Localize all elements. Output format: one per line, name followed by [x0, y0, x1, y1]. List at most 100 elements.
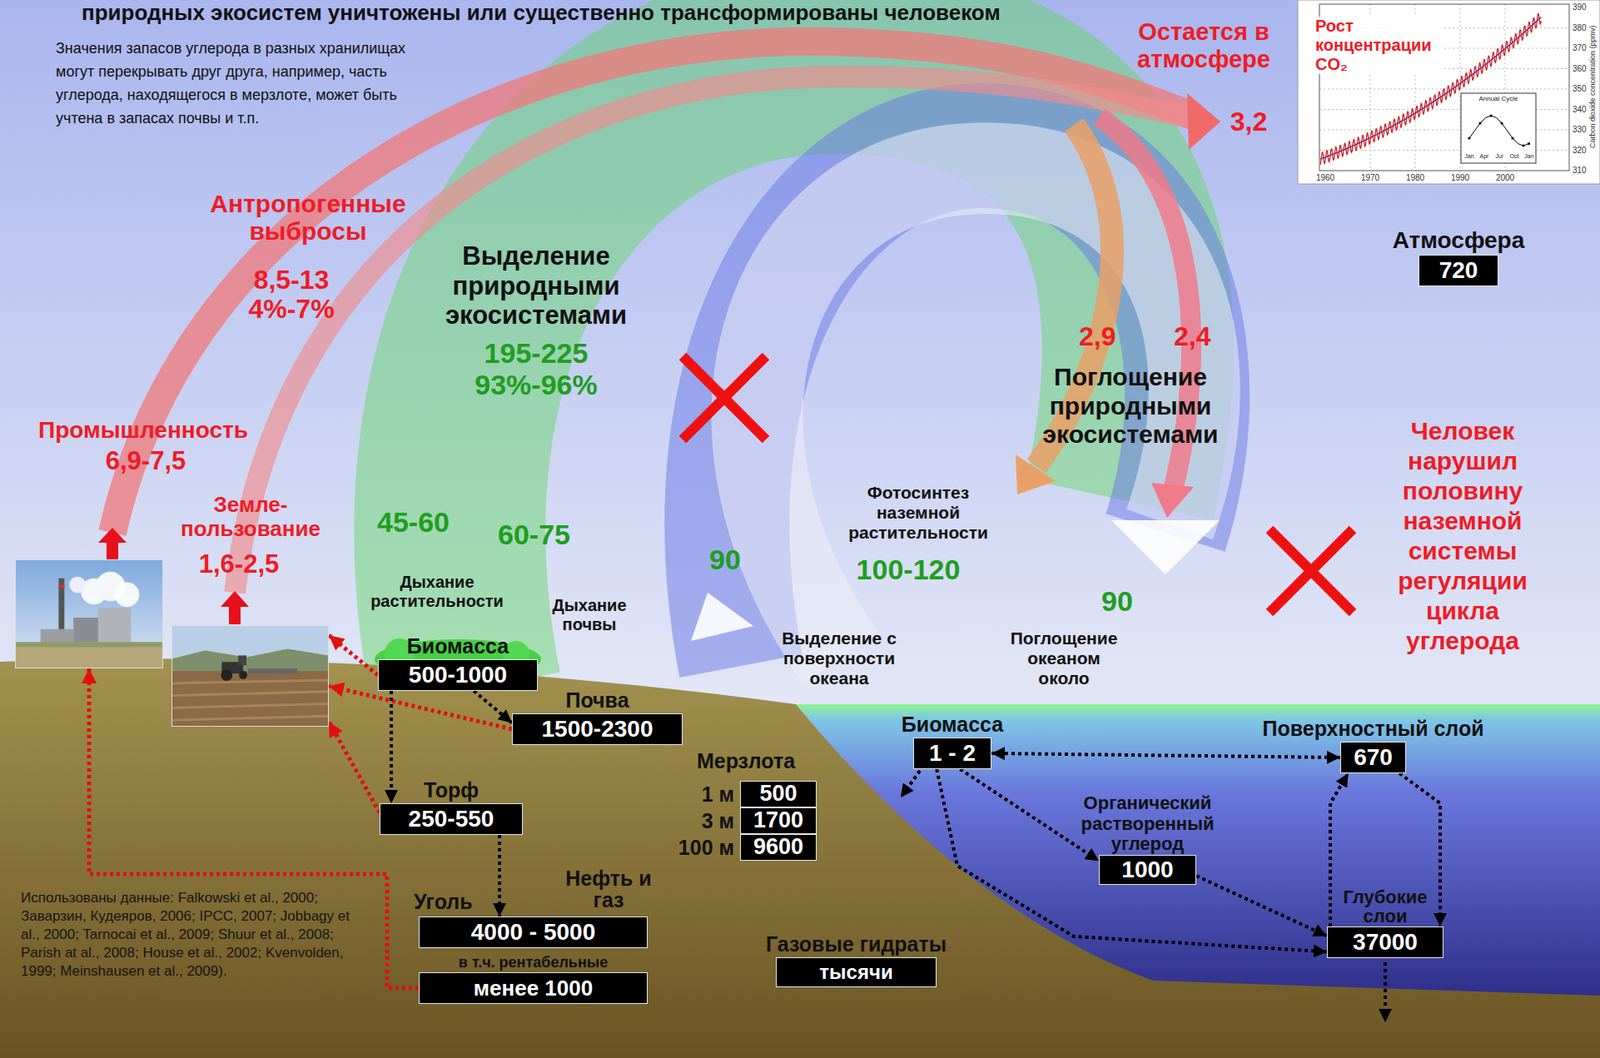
stock-value: 670 [1353, 745, 1393, 771]
node-heading: Биомасса [407, 634, 509, 659]
flow-connector [1196, 875, 1327, 936]
illustration-part [15, 560, 163, 668]
stock-value: менее 1000 [473, 976, 593, 1001]
node-heading: 1,6-2,5 [188, 549, 289, 580]
illustration-part [1151, 482, 1194, 518]
illustration-part [172, 626, 328, 726]
flow-connector [328, 635, 378, 676]
flow-heading: Выделение природными экосистемами [411, 241, 661, 331]
axis-tick: 1990 [1447, 173, 1473, 184]
illustration-part [15, 641, 163, 647]
illustration-part [1489, 114, 1492, 117]
illustration-part [1383, 962, 1387, 1023]
stock-value: 1700 [753, 808, 804, 834]
illustration-part [248, 668, 298, 674]
node-heading: Поверхностный слой [1262, 716, 1484, 741]
illustration-part [1269, 529, 1353, 613]
stock-value: 1 - 2 [929, 740, 976, 767]
illustration-part [1527, 142, 1531, 145]
axis-tick: Jul [1490, 153, 1508, 160]
illustration-part [172, 680, 328, 684]
axis-tick: Oct [1505, 153, 1523, 160]
storage-box: Атмосфера720 [1418, 254, 1499, 287]
illustration-part [1500, 121, 1503, 125]
flow-value: 45-60 [377, 506, 469, 539]
flow-connector [389, 690, 393, 804]
illustration-part [1510, 136, 1514, 140]
illustration-part [238, 655, 247, 666]
stock-value: 1000 [1121, 857, 1173, 884]
axis-tick: 1980 [1402, 173, 1428, 184]
illustration-part [172, 703, 328, 708]
illustration-part [172, 670, 328, 726]
illustration-part [238, 670, 248, 680]
node-heading: в т.ч. рентабельные [458, 954, 608, 972]
storage-box: Поверхностный слой670 [1340, 741, 1407, 774]
flow-value: 90 [1083, 585, 1151, 618]
axis-tick: 390 [1572, 2, 1596, 13]
illustration-part [172, 691, 328, 696]
node-heading: Газовые гидраты [765, 932, 947, 957]
illustration-part [1467, 136, 1471, 140]
flow-value: 8,5-13 [208, 264, 375, 296]
axis-tick: Jan [1460, 153, 1478, 160]
flow-connector [991, 753, 1341, 758]
illustration-part [682, 356, 766, 440]
warning-note: Человек нарушил половину наземной систем… [1379, 416, 1546, 656]
storage-box: Почва1500-2300 [511, 713, 683, 746]
axis-title: Carbon dioxide concentration (ppmv) [1588, 3, 1597, 170]
illustration-part [15, 641, 163, 668]
illustration-part [1467, 114, 1531, 147]
source-note: Использованы данные: Falkowski et al., 2… [20, 889, 371, 981]
group-heading: Мерзлота [670, 749, 821, 774]
illustration-part [1460, 93, 1536, 164]
flow-percent: 4%-7% [208, 293, 375, 325]
storage-box: 3 м1700 [740, 807, 817, 835]
node-heading: Земле- пользование [167, 492, 334, 541]
illustration-part [1469, 115, 1530, 146]
flow-connector [328, 685, 512, 730]
illustration-part [900, 770, 920, 798]
flow-percent: 93%-96% [452, 368, 620, 402]
stock-value: 250-550 [408, 806, 495, 833]
stock-value: 1500-2300 [541, 716, 654, 743]
illustration-part [114, 582, 140, 608]
flow-name: Поглощение океаном около [1001, 628, 1127, 689]
node-heading: Атмосфера [1392, 227, 1526, 254]
stock-value: тысячи [819, 961, 893, 984]
illustration-part [0, 658, 1600, 1058]
illustration-part [220, 669, 233, 681]
flow-name: Дыхание растительности [345, 572, 529, 612]
node-heading: Промышленность [38, 417, 249, 444]
axis-tick: Jan [1520, 153, 1538, 160]
flow-heading: Остается в атмосфере [1095, 18, 1312, 75]
illustration-part [690, 592, 754, 641]
node-heading: Органический растворенный углерод [1056, 793, 1240, 855]
illustration-part [1187, 93, 1221, 150]
flow-value: 2,4 [1173, 321, 1233, 353]
flow-connector [473, 690, 512, 723]
stock-value: 720 [1439, 258, 1479, 284]
stock-value: 500 [759, 781, 797, 807]
storage-box: Торф250-550 [379, 803, 523, 835]
axis-tick: 1970 [1357, 173, 1383, 184]
node-heading: Глубокие слои [1335, 887, 1436, 926]
flow-name: Дыхание почвы [535, 596, 644, 635]
illustration-part [98, 527, 127, 543]
illustration-part [172, 715, 328, 721]
illustration-part [1521, 144, 1525, 147]
storage-box: в т.ч. рентабельныеменее 1000 [418, 972, 648, 1004]
flow-value: 100-120 [833, 553, 984, 587]
illustration-part [228, 605, 241, 625]
storage-box: УгольНефть и газ4000 - 5000 [418, 916, 648, 949]
node-heading: 1 м [701, 782, 735, 807]
flow-value: 90 [709, 543, 760, 577]
storage-box: 100 м9600 [740, 834, 817, 861]
illustration-part [98, 607, 132, 644]
illustration-part [234, 76, 1195, 593]
inset-title: Annual Cycle [1465, 94, 1532, 103]
node-heading: Почва [565, 688, 629, 713]
flow-connector [328, 721, 380, 814]
